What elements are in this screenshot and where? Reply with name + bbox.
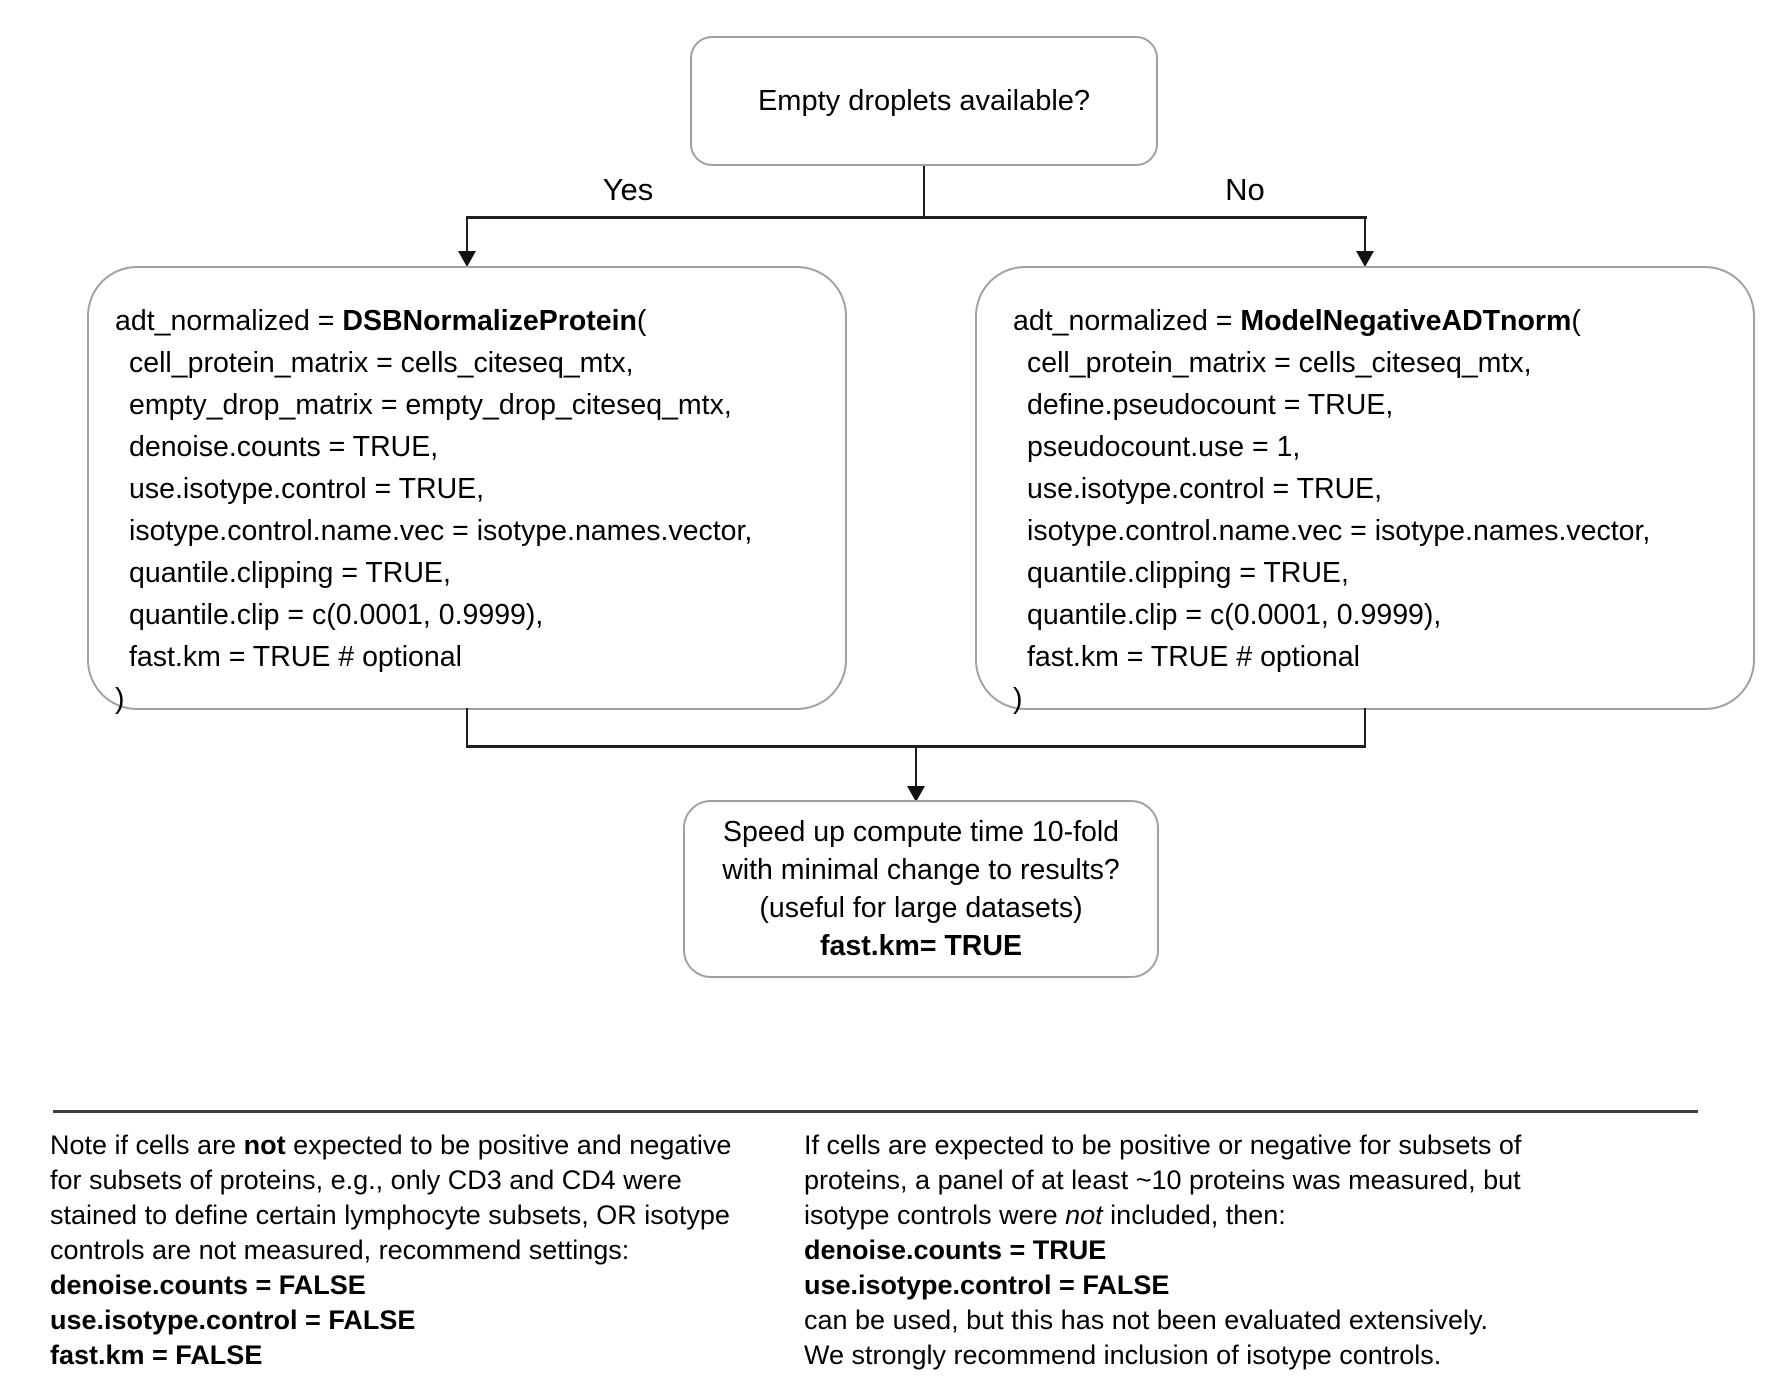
code-line-arg: pseudocount.use = 1, xyxy=(1027,431,1301,463)
function-name: DSBNormalizeProtein xyxy=(342,305,637,337)
footnote-line: If cells are expected to be positive or … xyxy=(804,1130,1522,1160)
function-name: ModelNegativeADTnorm xyxy=(1240,305,1572,337)
footnote-line: Note if cells are not expected to be pos… xyxy=(50,1130,732,1160)
question-node-empty-droplets: Empty droplets available? xyxy=(690,36,1158,166)
footnote-left-column: Note if cells are not expected to be pos… xyxy=(50,1128,731,1373)
code-line-signature: adt_normalized = ModelNegativeADTnorm( xyxy=(1013,305,1581,337)
connector-right-box-out xyxy=(1364,708,1366,747)
code-line-arg: quantile.clip = c(0.0001, 0.9999), xyxy=(129,599,544,631)
bottom-box-line4: fast.km= TRUE xyxy=(820,930,1022,962)
code-line-arg: use.isotype.control = TRUE, xyxy=(1027,473,1383,505)
code-line-close-paren: ) xyxy=(1013,683,1023,715)
connector-branch-horizontal xyxy=(466,216,1367,219)
connector-no-vertical xyxy=(1364,216,1366,252)
footnote-line: isotype controls were not included, then… xyxy=(804,1200,1286,1230)
footer-divider xyxy=(53,1110,1698,1113)
arrowhead-no xyxy=(1356,251,1374,267)
code-line-arg: isotype.control.name.vec = isotype.names… xyxy=(129,515,753,547)
code-line-close-paren: ) xyxy=(115,683,125,715)
code-line-signature: adt_normalized = DSBNormalizeProtein( xyxy=(115,305,647,337)
footnote-line: for subsets of proteins, e.g., only CD3 … xyxy=(50,1165,682,1195)
code-line-arg: fast.km = TRUE # optional xyxy=(129,641,462,673)
footnote-setting: use.isotype.control = FALSE xyxy=(804,1270,1170,1300)
code-line-arg: cell_protein_matrix = cells_citeseq_mtx, xyxy=(1027,347,1532,379)
connector-left-box-out xyxy=(466,708,468,747)
code-node-dsb-normalize-protein: adt_normalized = DSBNormalizeProtein( ce… xyxy=(87,266,847,715)
footnote-line: proteins, a panel of at least ~10 protei… xyxy=(804,1165,1521,1195)
footnote-setting: denoise.counts = TRUE xyxy=(804,1235,1107,1265)
footnote-setting: denoise.counts = FALSE xyxy=(50,1270,366,1300)
connector-yes-vertical xyxy=(466,216,468,252)
branch-label-yes: Yes xyxy=(602,172,654,207)
connector-top-vertical xyxy=(923,166,925,218)
footnote-line: We strongly recommend inclusion of isoty… xyxy=(804,1340,1442,1370)
footnote-line: can be used, but this has not been evalu… xyxy=(804,1305,1488,1335)
bottom-box-line3: (useful for large datasets) xyxy=(759,892,1083,924)
code-line-arg: isotype.control.name.vec = isotype.names… xyxy=(1027,515,1651,547)
code-line-arg: use.isotype.control = TRUE, xyxy=(129,473,485,505)
footnote-line: stained to define certain lymphocyte sub… xyxy=(50,1200,730,1230)
code-node-model-negative-adtnorm: adt_normalized = ModelNegativeADTnorm( c… xyxy=(975,266,1755,715)
code-line-arg: fast.km = TRUE # optional xyxy=(1027,641,1360,673)
code-line-arg: quantile.clipping = TRUE, xyxy=(129,557,451,589)
footnote-line: controls are not measured, recommend set… xyxy=(50,1235,630,1265)
connector-join-horizontal xyxy=(466,745,1366,748)
footnote-setting: fast.km = FALSE xyxy=(50,1340,263,1370)
question-text: Empty droplets available? xyxy=(757,84,1091,117)
code-line-arg: quantile.clip = c(0.0001, 0.9999), xyxy=(1027,599,1442,631)
code-line-arg: quantile.clipping = TRUE, xyxy=(1027,557,1349,589)
code-line-arg: denoise.counts = TRUE, xyxy=(129,431,439,463)
code-line-arg: empty_drop_matrix = empty_drop_citeseq_m… xyxy=(129,389,732,421)
bottom-box-line2: with minimal change to results? xyxy=(722,854,1120,886)
connector-mid-vertical xyxy=(915,748,917,788)
footnote-right-column: If cells are expected to be positive or … xyxy=(804,1128,1521,1373)
note-node-fast-km: Speed up compute time 10-fold with minim… xyxy=(683,800,1159,978)
bottom-box-line1: Speed up compute time 10-fold xyxy=(722,816,1120,848)
code-line-arg: cell_protein_matrix = cells_citeseq_mtx, xyxy=(129,347,634,379)
arrowhead-yes xyxy=(458,251,476,267)
code-line-arg: define.pseudocount = TRUE, xyxy=(1027,389,1394,421)
arrowhead-bottom xyxy=(907,786,925,802)
footnote-setting: use.isotype.control = FALSE xyxy=(50,1305,416,1335)
branch-label-no: No xyxy=(1225,172,1265,207)
